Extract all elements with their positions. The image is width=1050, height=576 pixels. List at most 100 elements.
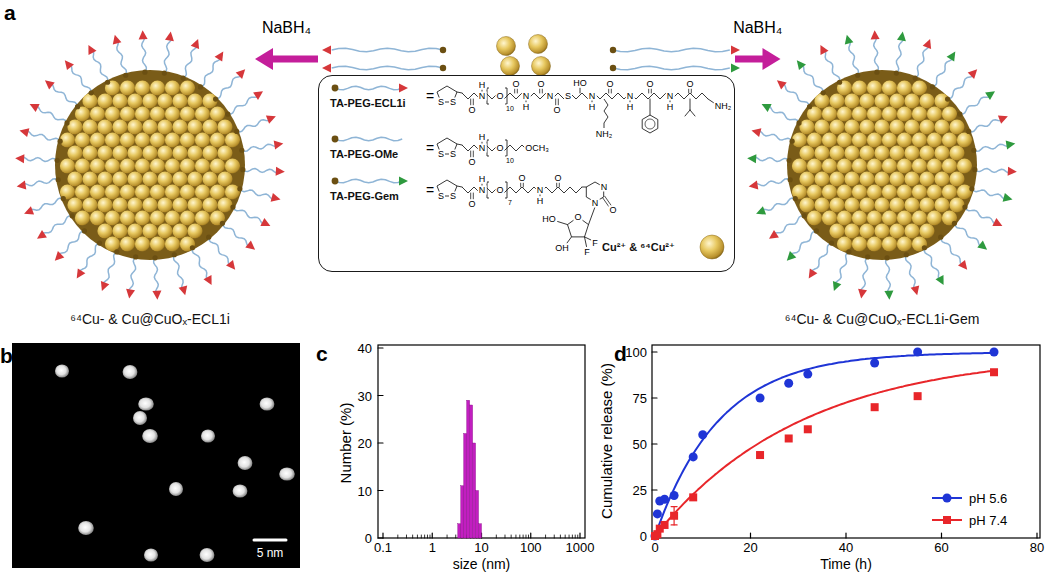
ligand-head — [747, 154, 756, 163]
repeat-bracket — [505, 182, 507, 198]
tem-image — [12, 343, 300, 568]
ligand-head — [274, 141, 284, 150]
peg-chain — [799, 63, 823, 93]
peg-chain — [759, 198, 795, 213]
ligand-head — [245, 241, 255, 250]
ligand-head — [809, 268, 818, 278]
repeat-count: 10 — [506, 157, 514, 164]
tick-label: 25 — [633, 484, 647, 497]
cluster-atom — [165, 210, 180, 225]
cluster-atom — [75, 158, 90, 173]
ligand-head — [165, 32, 174, 42]
bond-line — [457, 144, 462, 145]
cluster-atom — [837, 210, 852, 225]
error-bar — [671, 506, 677, 507]
bond-line — [585, 237, 587, 247]
peg-chain — [19, 157, 58, 162]
atom-label: N — [600, 183, 609, 192]
equals-sign: = — [426, 141, 434, 155]
cluster-atom — [157, 145, 172, 160]
cluster-atom — [882, 80, 897, 95]
cluster-atom — [202, 197, 217, 212]
peg-chain — [90, 48, 108, 82]
anchor-group — [957, 112, 962, 117]
bond-line — [690, 110, 695, 116]
axis-tick — [378, 490, 383, 491]
atom-label: NH₂ — [714, 102, 733, 111]
nanoparticle-spot — [169, 482, 183, 496]
histogram-bar — [467, 400, 470, 538]
anchor-group — [56, 177, 61, 182]
cluster-atom — [210, 158, 225, 173]
double-bond — [517, 89, 518, 93]
reaction-arrow — [255, 48, 318, 70]
tick-label: 0 — [365, 532, 372, 545]
cluster-atom — [105, 184, 120, 199]
cluster-atom — [807, 132, 822, 147]
anchor-group — [55, 158, 60, 163]
cluster-atom — [837, 236, 852, 251]
cluster-atom — [942, 106, 957, 121]
peg-chain — [27, 198, 63, 213]
histogram-bar — [476, 491, 479, 539]
minor-tick — [569, 535, 570, 538]
ligand-head — [1008, 167, 1017, 176]
ligand-head — [1003, 193, 1013, 202]
cluster-atom — [105, 236, 120, 251]
cluster-atom — [180, 80, 195, 95]
ligand-head — [65, 60, 74, 70]
ligand-head — [833, 281, 841, 291]
tick-label: 40 — [358, 342, 372, 355]
cluster-atom — [142, 119, 157, 134]
cluster-atom — [919, 119, 934, 134]
axis-tick — [1036, 533, 1037, 538]
cluster-atom — [904, 145, 919, 160]
tick-label: 1000 — [566, 541, 595, 554]
cluster-atom — [897, 80, 912, 95]
cluster-atom — [874, 119, 889, 134]
peg-chain — [79, 243, 100, 276]
repeat-bracket — [487, 88, 489, 104]
panel-letter: b — [0, 345, 13, 366]
cluster-atom — [814, 197, 829, 212]
anchor-group — [821, 90, 826, 95]
anchor-group — [966, 129, 971, 134]
anchor-group — [790, 139, 795, 144]
cluster-atom — [165, 106, 180, 121]
data-point — [784, 379, 793, 388]
cluster-atom — [829, 171, 844, 186]
cluster-atom — [97, 119, 112, 134]
ligand-head — [15, 154, 24, 163]
anchor-group — [105, 80, 110, 85]
anchor-group — [70, 213, 75, 218]
data-point — [990, 368, 998, 376]
cluster-atom — [150, 210, 165, 225]
ligand-head — [1006, 141, 1016, 150]
anchor-group — [788, 177, 793, 182]
double-bond — [523, 183, 524, 187]
atom-label: N — [666, 92, 675, 101]
ligand-head — [260, 218, 270, 226]
cluster-atom — [844, 145, 859, 160]
ligand-head — [871, 30, 880, 39]
double-bond — [470, 99, 471, 105]
axis-title: Time (h) — [820, 557, 872, 571]
data-point — [661, 521, 669, 529]
peg-chain — [613, 66, 730, 70]
ligand-head — [30, 104, 40, 112]
data-point — [871, 403, 879, 411]
cluster-atom — [202, 171, 217, 186]
double-bond — [691, 89, 692, 93]
peg-chain — [886, 258, 891, 297]
peg-chain — [209, 237, 233, 267]
atom-label: H — [536, 197, 545, 206]
minor-tick — [560, 535, 561, 538]
minor-tick — [523, 535, 524, 538]
cluster-atom — [859, 171, 874, 186]
cluster-atom — [837, 158, 852, 173]
ligand-head — [399, 84, 408, 93]
anchor-group — [874, 70, 879, 75]
cluster-atom — [202, 93, 217, 108]
cluster-atom — [822, 210, 837, 225]
cluster-atom — [180, 210, 195, 225]
